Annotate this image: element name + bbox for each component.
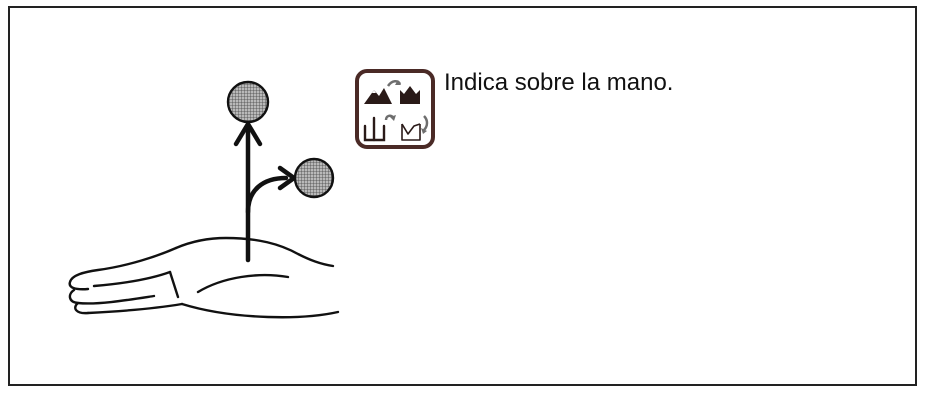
outline-hand-icon xyxy=(401,123,421,141)
arrow-right-icon xyxy=(423,115,429,131)
exercise-card xyxy=(8,6,917,386)
sign-transformation-icon xyxy=(355,69,435,149)
kanji-icon xyxy=(363,116,386,142)
side-target-dot xyxy=(293,157,335,199)
instruction-text: Indica sobre la mano. xyxy=(444,69,674,96)
hand-outline xyxy=(68,236,340,319)
crown-hand-icon xyxy=(400,86,420,104)
hand-gesture-illustration xyxy=(68,80,340,319)
mountain-icon xyxy=(364,88,392,104)
top-target-dot xyxy=(226,80,270,124)
